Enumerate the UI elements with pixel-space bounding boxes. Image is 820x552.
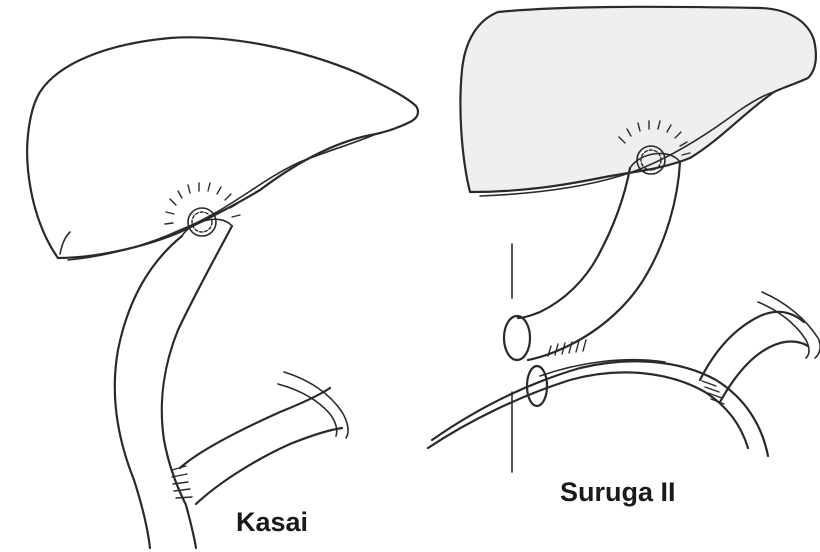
kasai-liver <box>27 37 418 260</box>
suruga-stoma-end <box>504 316 530 360</box>
kasai-panel: Kasai <box>27 37 418 548</box>
kasai-distal-loop <box>172 372 348 504</box>
kasai-label: Kasai <box>236 507 308 537</box>
kasai-jejunal-limb <box>115 219 232 548</box>
suruga-intestine-arc <box>428 360 768 456</box>
suruga-distal-loop <box>700 292 820 404</box>
suruga-panel: Suruga II <box>428 7 820 507</box>
kasai-hilar-anastomosis <box>165 183 240 236</box>
suruga-liver <box>460 7 816 196</box>
suruga-label: Suruga II <box>560 477 676 507</box>
suruga-stoma-sutures <box>548 340 586 356</box>
